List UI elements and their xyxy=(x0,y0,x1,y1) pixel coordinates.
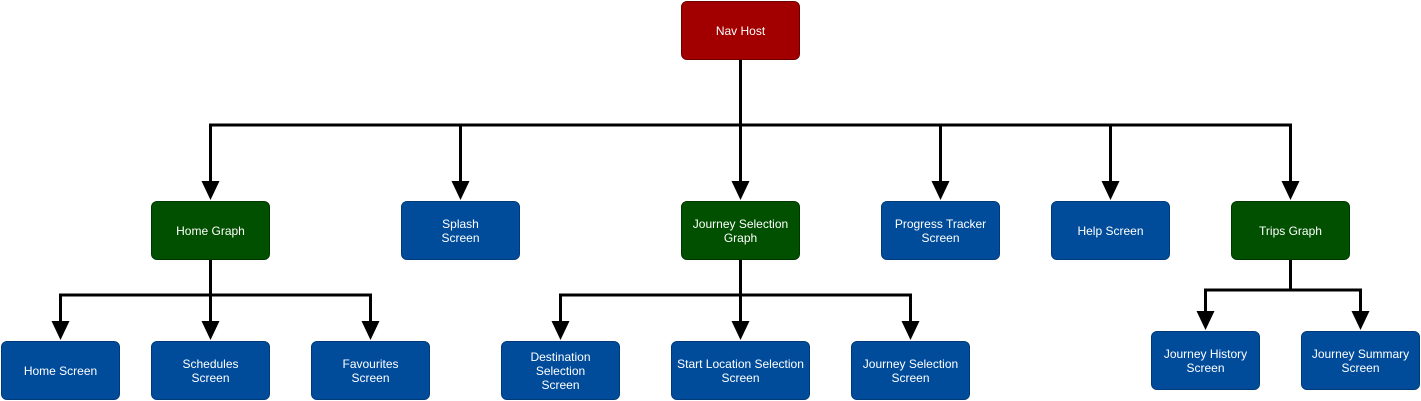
arrowhead xyxy=(51,321,70,340)
arrowhead xyxy=(551,321,570,340)
node-journey-selection-screen: Journey Selection Screen xyxy=(851,341,970,400)
node-journey-summary-screen: Journey Summary Screen xyxy=(1301,331,1420,390)
arrowhead xyxy=(1281,181,1300,200)
arrowhead xyxy=(361,321,380,340)
node-label: Home Graph xyxy=(176,223,245,238)
arrowhead xyxy=(931,181,950,200)
node-label: Nav Host xyxy=(715,23,766,38)
node-nav-host: Nav Host xyxy=(681,1,800,60)
node-label: Trips Graph xyxy=(1259,223,1322,238)
arrowhead xyxy=(1196,311,1215,330)
node-label: Help Screen xyxy=(1077,223,1144,238)
node-label: Journey History Screen xyxy=(1163,346,1248,375)
node-schedules-screen: Schedules Screen xyxy=(151,341,270,400)
arrowhead xyxy=(201,321,220,340)
node-label: Favourites Screen xyxy=(342,356,399,385)
node-progress-tracker-screen: Progress Tracker Screen xyxy=(881,201,1000,260)
arrowhead xyxy=(1101,181,1120,200)
node-home-graph: Home Graph xyxy=(151,201,270,260)
node-label: Journey Selection Graph xyxy=(692,216,789,245)
node-label: Start Location Selection Screen xyxy=(677,356,804,385)
node-label: Journey Selection Screen xyxy=(862,356,959,385)
arrowhead xyxy=(731,321,750,340)
node-help-screen: Help Screen xyxy=(1051,201,1170,260)
node-journey-history-screen: Journey History Screen xyxy=(1151,331,1260,390)
arrowhead xyxy=(1351,311,1370,330)
node-splash-screen: Splash Screen xyxy=(401,201,520,260)
node-home-screen: Home Screen xyxy=(1,341,120,400)
node-label: Splash Screen xyxy=(441,216,480,245)
node-favourites-screen: Favourites Screen xyxy=(311,341,430,400)
arrowhead xyxy=(901,321,920,340)
node-label: Destination Selection Screen xyxy=(530,349,591,392)
node-destination-selection-screen: Destination Selection Screen xyxy=(501,341,620,400)
node-label: Journey Summary Screen xyxy=(1311,346,1410,375)
node-label: Home Screen xyxy=(23,363,98,378)
node-journey-selection-graph: Journey Selection Graph xyxy=(681,201,800,260)
node-start-location-selection-screen: Start Location Selection Screen xyxy=(671,341,810,400)
node-trips-graph: Trips Graph xyxy=(1231,201,1350,260)
node-label: Progress Tracker Screen xyxy=(894,216,987,245)
arrowhead xyxy=(201,181,220,200)
node-label: Schedules Screen xyxy=(182,356,239,385)
arrowhead xyxy=(731,181,750,200)
arrowhead xyxy=(451,181,470,200)
